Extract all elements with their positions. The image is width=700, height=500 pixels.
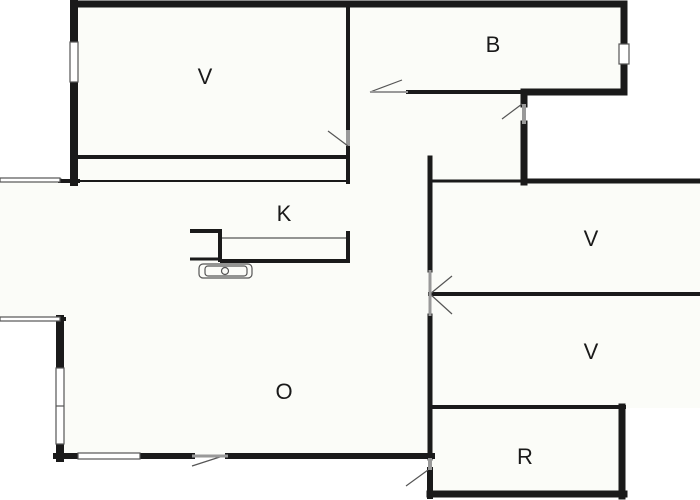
window	[0, 316, 61, 322]
floor-main	[0, 180, 430, 318]
floor-bedroom-right-lower	[430, 294, 700, 408]
window	[0, 177, 61, 183]
floor-bedroom-right-upper	[430, 180, 700, 296]
sink-icon	[198, 263, 253, 279]
window	[69, 41, 79, 83]
room-label-living-room: O	[275, 379, 292, 404]
room-labels: V B K V V O R	[198, 32, 599, 469]
window	[77, 452, 141, 460]
room-label-bedroom-top-left: V	[198, 64, 213, 89]
door-leaf	[369, 79, 403, 93]
room-label-bedroom-right-lower: V	[584, 339, 599, 364]
room-label-kitchen: K	[277, 201, 292, 226]
floor-hall	[348, 88, 524, 182]
floor-storage	[430, 406, 620, 496]
kitchen-counter	[190, 229, 350, 279]
doors	[191, 79, 526, 487]
window	[618, 43, 630, 65]
floor-bathroom	[348, 4, 624, 92]
door-leaf	[501, 103, 523, 120]
floor-bedroom-top-left	[78, 4, 348, 182]
door-leaf	[429, 275, 453, 295]
windows	[0, 41, 630, 460]
room-label-storage-room: R	[517, 444, 533, 469]
door-leaf	[429, 293, 453, 315]
room-label-bedroom-right-upper: V	[584, 226, 599, 251]
door-leaf	[405, 469, 429, 487]
door-leaf	[327, 130, 349, 147]
room-label-bathroom: B	[486, 32, 501, 57]
floor-living	[60, 316, 430, 458]
floor-area	[0, 4, 700, 496]
